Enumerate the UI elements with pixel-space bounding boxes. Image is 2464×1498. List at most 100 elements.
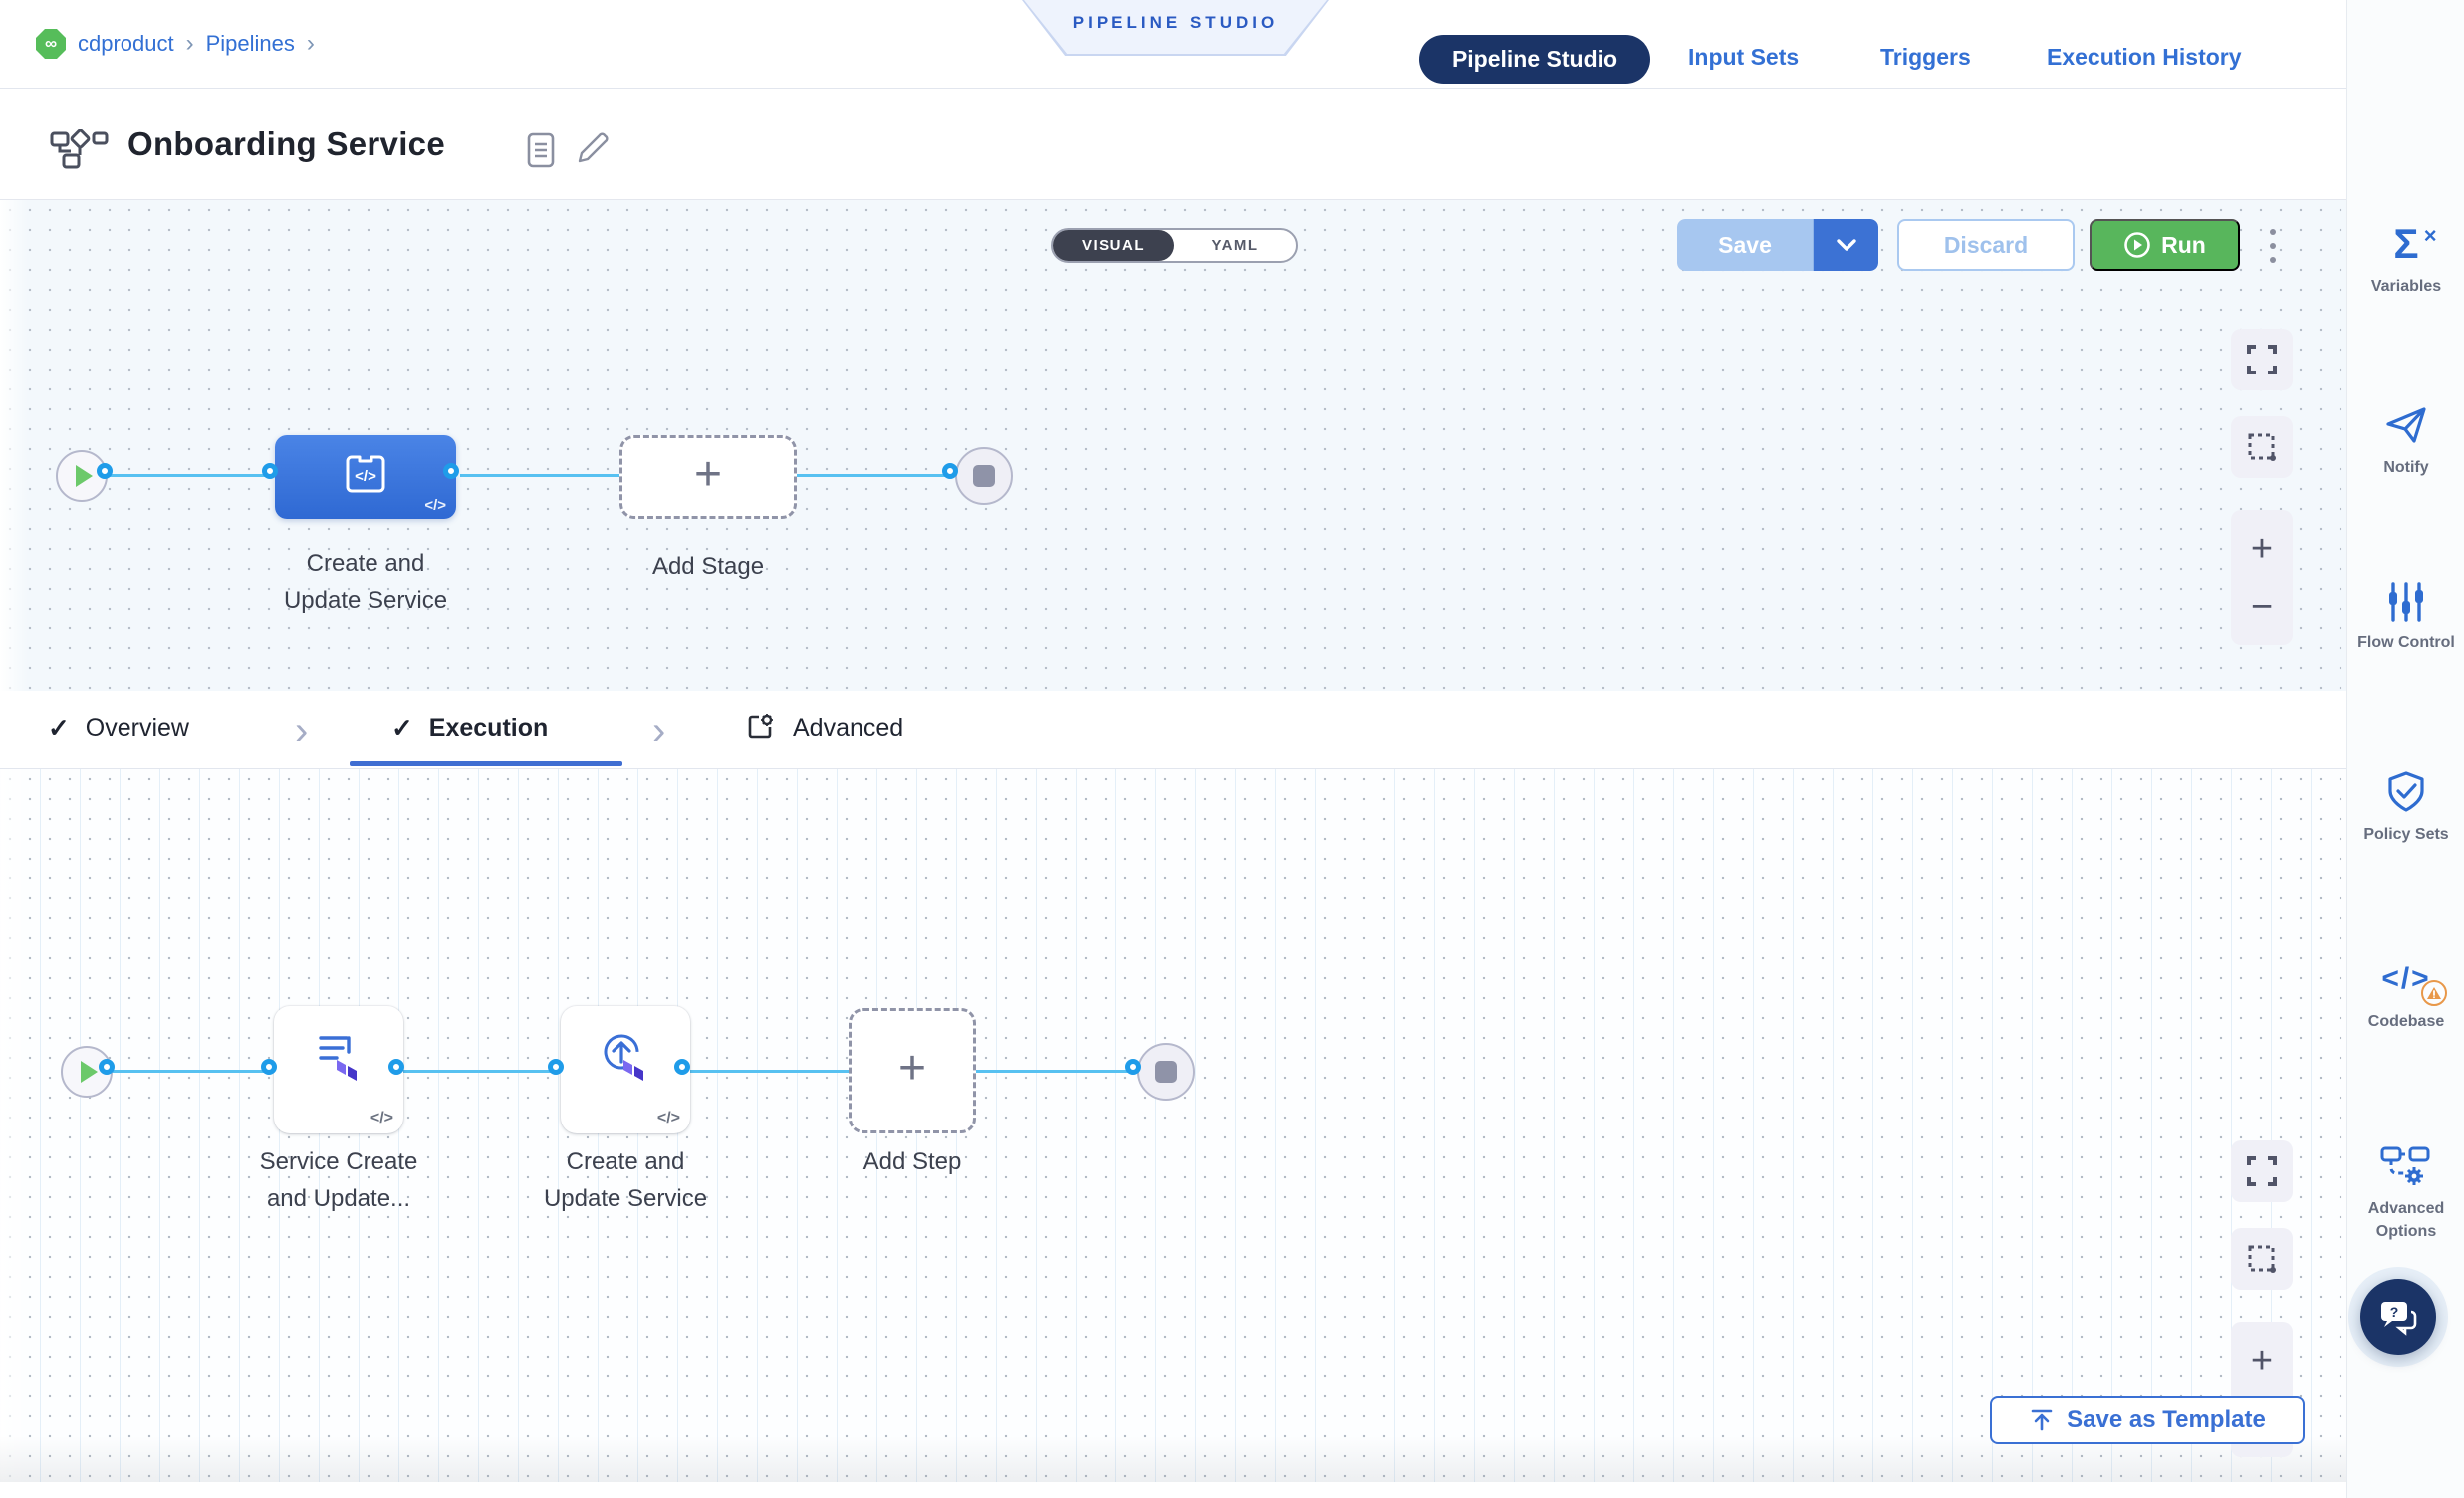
add-step-button[interactable]: + (849, 1008, 976, 1133)
step-canvas-fullscreen-button[interactable] (2231, 1140, 2293, 1202)
more-options-menu[interactable] (2261, 229, 2285, 263)
step-connector-line (84, 1070, 276, 1073)
play-icon (81, 1061, 98, 1083)
tab-label: Execution (428, 713, 549, 742)
stage-canvas-fullscreen-button[interactable] (2231, 329, 2293, 390)
add-step-label: Add Step (862, 1148, 962, 1175)
nav-tab-triggers[interactable]: Triggers (1880, 44, 1971, 70)
connector-port[interactable] (97, 463, 113, 479)
pipeline-end-node[interactable] (955, 447, 1013, 505)
code-badge: </> (424, 497, 446, 514)
active-tab-underline (350, 761, 622, 766)
plus-icon: + (897, 1042, 927, 1095)
codebase-warning-icon (2420, 980, 2447, 1006)
pipeline-graph-icon (50, 129, 109, 169)
connector-port[interactable] (443, 463, 459, 479)
run-button[interactable]: Run (2090, 219, 2240, 271)
stage-connector-line (460, 474, 621, 477)
stage-label: Create and Update Service (283, 550, 448, 614)
sidebar-item-notify[interactable]: Notify (2347, 402, 2464, 479)
step-label: Create and Update Service (543, 1148, 708, 1212)
execution-start-node[interactable] (61, 1046, 113, 1098)
breadcrumb-pipelines[interactable]: Pipelines (205, 31, 295, 56)
stage-connector-line (795, 474, 958, 477)
add-stage-button[interactable]: + (619, 435, 797, 519)
step-canvas-select-button[interactable] (2231, 1228, 2293, 1290)
connector-port[interactable] (261, 1059, 277, 1075)
visual-yaml-toggle: VISUAL YAML (1051, 228, 1298, 263)
connector-port[interactable] (99, 1059, 115, 1075)
step-node-create-and-update-service[interactable]: </> (561, 1006, 690, 1133)
breadcrumb: ∞ cdproduct › Pipelines › (36, 0, 315, 88)
connector-port[interactable] (674, 1059, 690, 1075)
nav-tab-input-sets[interactable]: Input Sets (1688, 44, 1800, 70)
step-label: Service Create and Update... (259, 1148, 418, 1212)
tab-advanced[interactable]: Advanced (745, 691, 903, 765)
chat-question-icon: ? (2381, 1302, 2417, 1336)
policy-shield-check-icon (2388, 771, 2424, 812)
sidebar-item-codebase[interactable]: </> Codebase (2347, 956, 2464, 1033)
save-as-template-button[interactable]: Save as Template (1990, 1396, 2305, 1444)
connector-port[interactable] (262, 463, 278, 479)
nav-tab-pipeline-studio[interactable]: Pipeline Studio (1419, 35, 1650, 84)
toggle-visual[interactable]: VISUAL (1053, 230, 1174, 261)
add-stage-label: Add Stage (651, 553, 765, 580)
description-icon[interactable] (526, 131, 556, 169)
canvas-left-fade (0, 200, 28, 691)
pipeline-toolbar: Onboarding Service VISUAL YAML Save Disc… (0, 90, 2346, 271)
zoom-in-button[interactable]: + (2250, 1340, 2274, 1381)
pipeline-name: Onboarding Service (127, 125, 445, 162)
notify-paper-plane-icon (2386, 407, 2426, 443)
save-split-button: Save (1677, 219, 1878, 271)
advanced-options-icon (2380, 1146, 2430, 1185)
zoom-out-button[interactable]: − (2250, 586, 2274, 627)
nav-tab-execution-history[interactable]: Execution History (2047, 44, 2242, 70)
edit-pencil-icon[interactable] (574, 131, 610, 167)
execution-end-node[interactable] (1137, 1043, 1195, 1101)
sidebar-item-advanced-options[interactable]: Advanced Options (2347, 1143, 2464, 1243)
discard-button[interactable]: Discard (1897, 219, 2075, 271)
chevron-right-icon: › (652, 709, 666, 753)
stage-canvas-zoom-control: + − (2231, 510, 2293, 645)
connector-port[interactable] (1125, 1059, 1141, 1075)
zoom-in-button[interactable]: + (2250, 528, 2274, 570)
update-service-step-icon (604, 1034, 643, 1081)
connector-port[interactable] (388, 1059, 404, 1075)
sidebar-item-variables[interactable]: Σ × Variables (2370, 220, 2442, 295)
code-badge: </> (656, 1110, 680, 1126)
play-icon (76, 465, 93, 487)
tab-overview[interactable]: ✓ Overview (48, 691, 189, 765)
save-dropdown-button[interactable] (1813, 219, 1878, 271)
stage-node-create-and-update-service[interactable]: </> </> (275, 435, 456, 519)
save-button[interactable]: Save (1677, 219, 1813, 271)
connector-port[interactable] (942, 463, 958, 479)
fullscreen-icon (2247, 1156, 2277, 1186)
stage-connector-line (84, 474, 277, 477)
sidebar-item-policy-sets[interactable]: Policy Sets (2347, 769, 2464, 846)
tab-label: Overview (85, 713, 189, 742)
step-connector-line (974, 1070, 1140, 1073)
check-icon: ✓ (391, 712, 413, 743)
tab-execution[interactable]: ✓ Execution (391, 691, 548, 765)
codebase-icon: </> (2381, 956, 2447, 1006)
step-node-service-create-and-update[interactable]: </> (274, 1006, 403, 1133)
step-connector-line (685, 1070, 851, 1073)
canvas-left-fade (0, 769, 28, 1482)
breadcrumb-project[interactable]: cdproduct (78, 31, 174, 56)
stage-canvas[interactable] (0, 200, 2346, 691)
step-connector-line (399, 1070, 563, 1073)
top-header: ∞ cdproduct › Pipelines › PIPELINE STUDI… (0, 0, 2346, 89)
connector-port[interactable] (548, 1059, 564, 1075)
stop-icon (1155, 1061, 1177, 1083)
pipeline-stage-tabbar: ✓ Overview › ✓ Execution › Advanced Save… (0, 691, 2346, 1444)
fullscreen-icon (2247, 345, 2277, 374)
sidebar-item-flow-control[interactable]: Flow Control (2347, 580, 2464, 654)
run-play-icon (2124, 232, 2150, 258)
bottom-band (0, 1482, 2346, 1498)
cd-module-icon: ∞ (36, 29, 66, 59)
stage-canvas-select-button[interactable] (2231, 416, 2293, 478)
toggle-yaml[interactable]: YAML (1211, 237, 1259, 254)
help-resource-center-button[interactable]: ? (2360, 1279, 2436, 1355)
variables-icon: Σ × (2393, 220, 2437, 267)
stop-icon (973, 465, 995, 487)
